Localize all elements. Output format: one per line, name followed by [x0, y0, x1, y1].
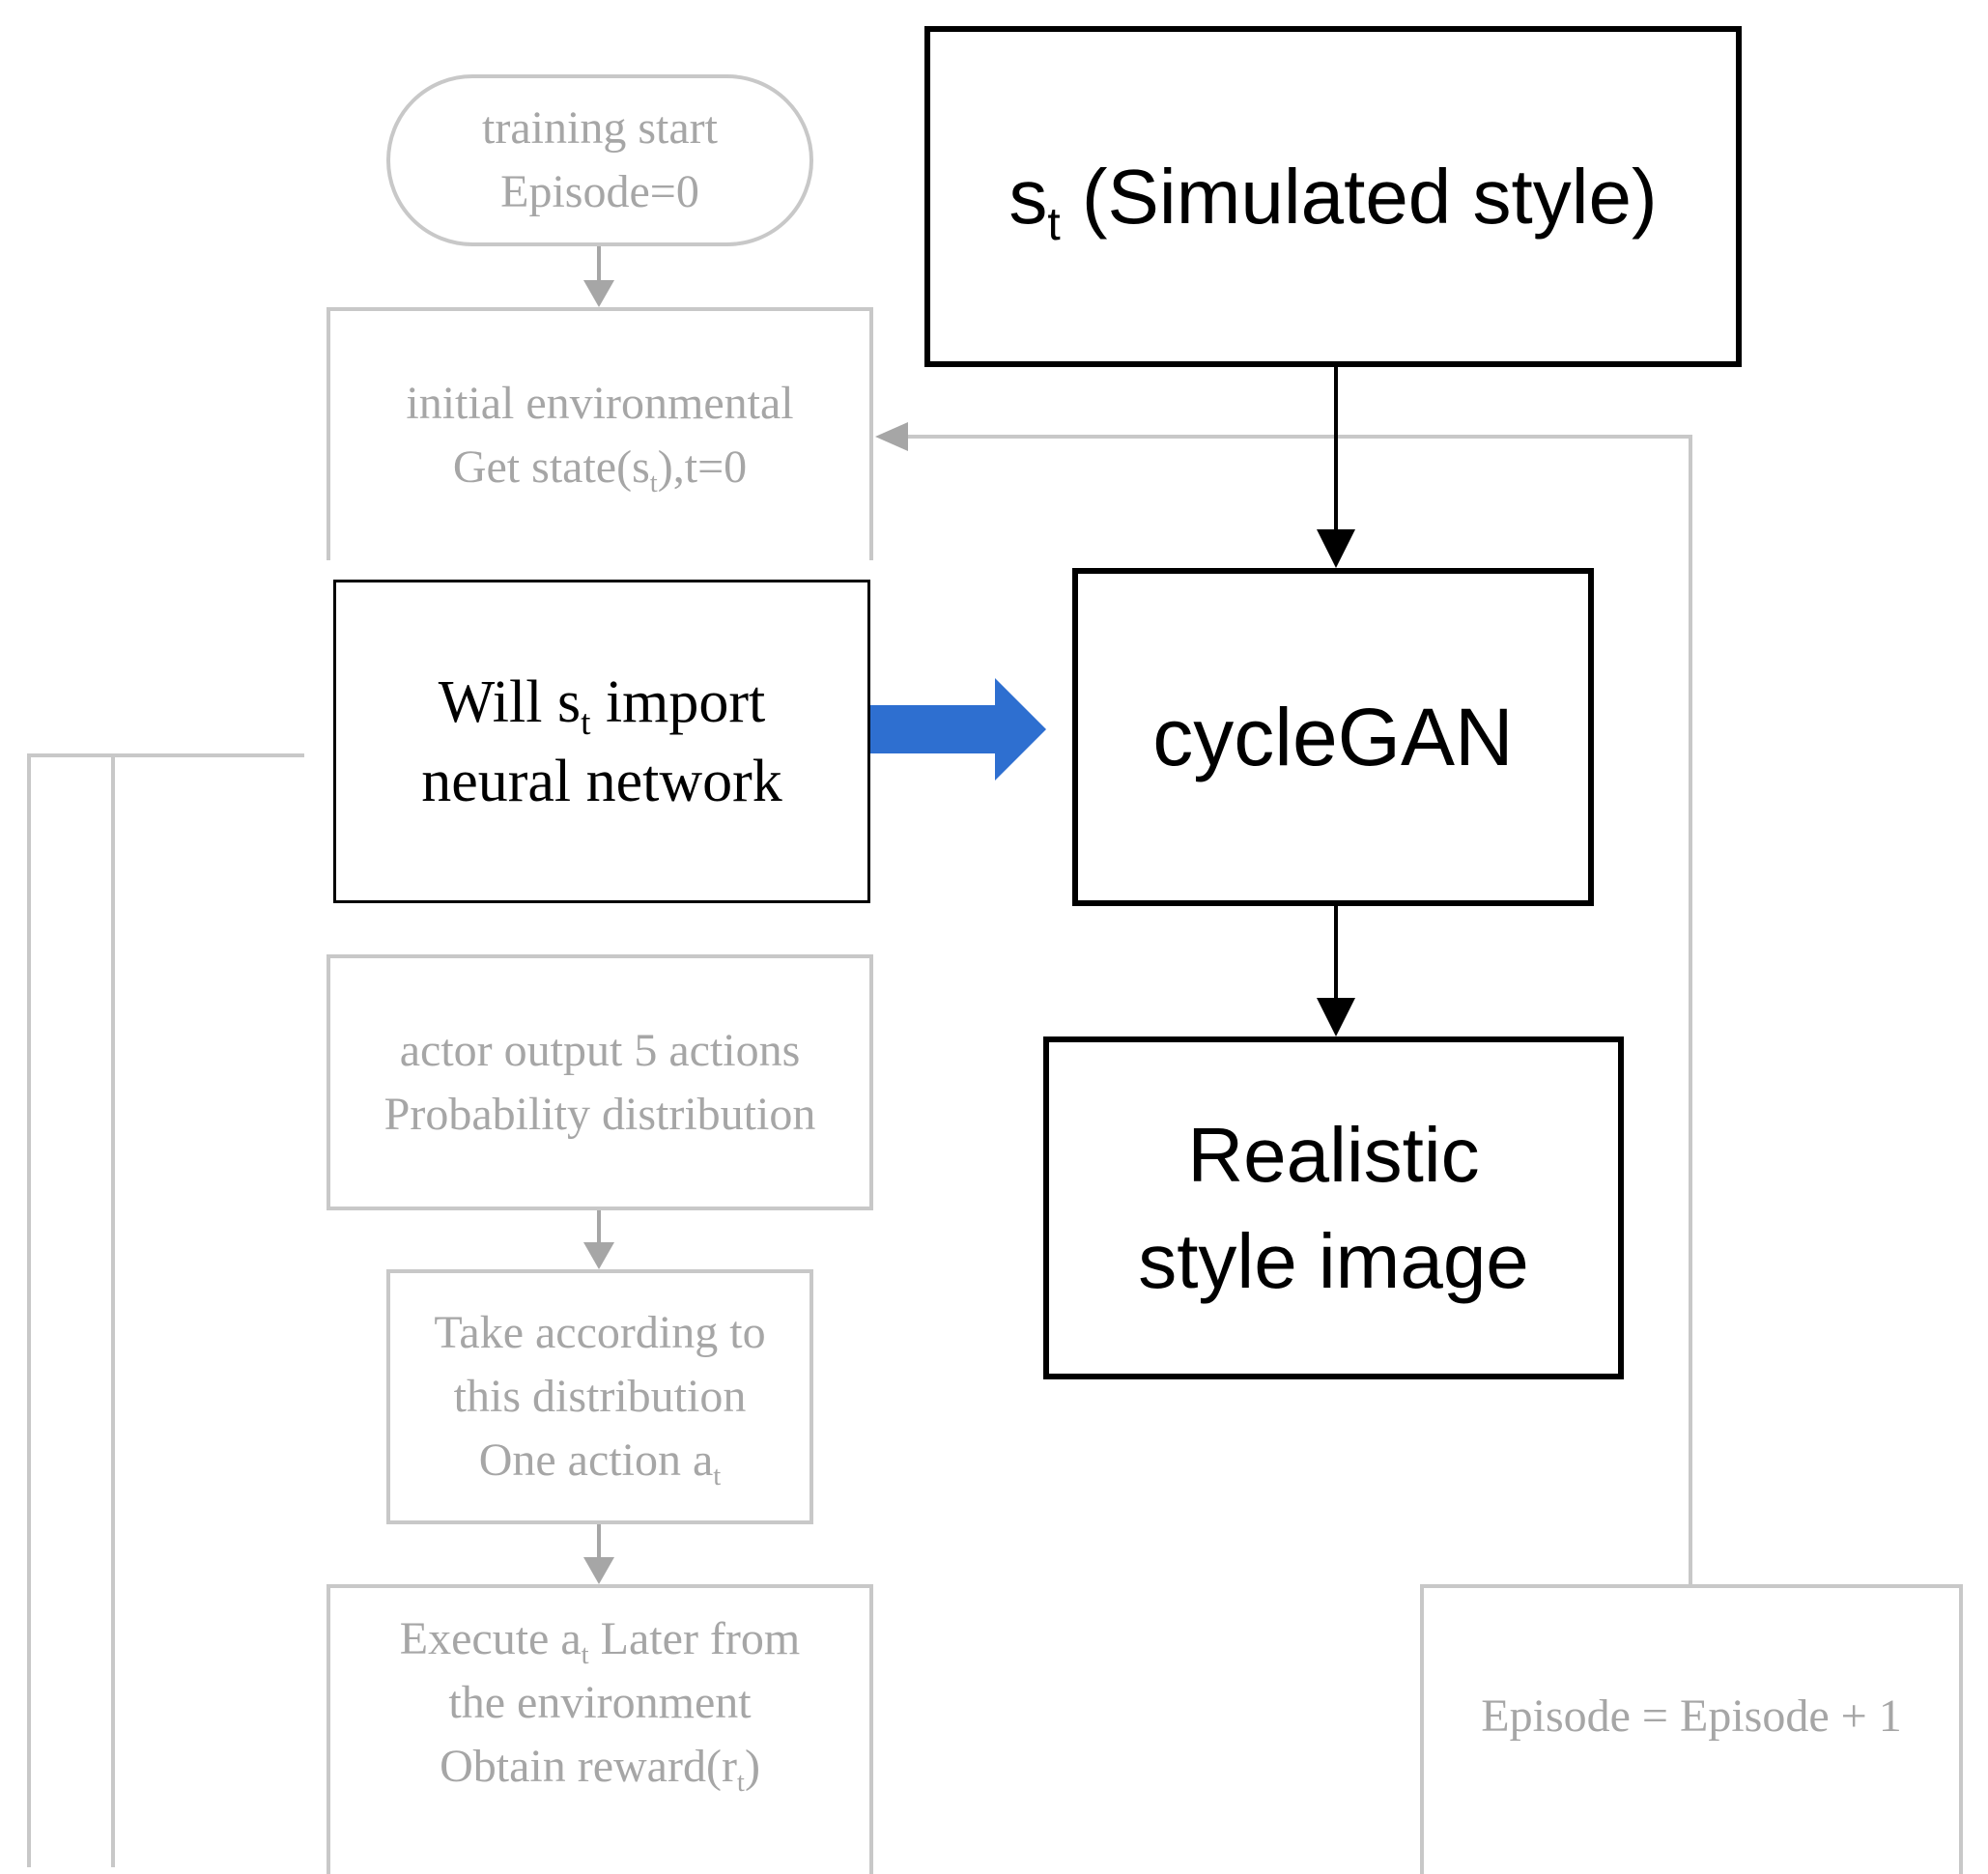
realistic-line2: style image: [1138, 1217, 1529, 1304]
training-start-line1: training start: [482, 102, 718, 154]
simulated-style-node: st (Simulated style): [924, 26, 1742, 367]
initial-env-node: initial environmental Get state(st),t=0: [327, 307, 873, 560]
cyclegan-node: cycleGAN: [1072, 568, 1594, 906]
loop-episode-to-init: [908, 435, 1692, 1584]
realistic-node: Realistic style image: [1043, 1036, 1624, 1379]
episode-increment-label: Episode = Episode + 1: [1481, 1690, 1902, 1742]
initial-env-line1: initial environmental: [406, 378, 794, 429]
training-start-node: training start Episode=0: [386, 74, 813, 246]
import-nn-line2: neural network: [421, 748, 782, 814]
execute-node: Execute at Later from the environment Ob…: [327, 1584, 873, 1874]
arrowhead-cyclegan-to-real: [1317, 998, 1355, 1036]
arrowhead-actor-to-take: [583, 1242, 614, 1269]
execute-line1: Execute at Later from: [399, 1613, 801, 1671]
take-action-line2: this distribution: [453, 1371, 747, 1422]
arrowhead-take-to-execute: [583, 1557, 614, 1584]
take-action-line3: One action at: [478, 1434, 722, 1492]
arrowhead-loop-to-init: [875, 422, 908, 451]
simulated-style-label: st (Simulated style): [1008, 153, 1658, 250]
left-feedback-outer: [27, 753, 304, 1867]
take-action-node: Take according to this distribution One …: [386, 1269, 813, 1524]
episode-increment-node: Episode = Episode + 1: [1420, 1584, 1963, 1874]
arrowhead-start-to-init: [583, 280, 614, 307]
cyclegan-label: cycleGAN: [1152, 691, 1514, 782]
actor-output-line1: actor output 5 actions: [399, 1024, 801, 1076]
actor-output-line2: Probability distribution: [383, 1088, 816, 1140]
take-action-line1: Take according to: [434, 1307, 766, 1358]
import-nn-node: Will st import neural network: [333, 580, 870, 903]
execute-line3: Obtain reward(rt): [440, 1741, 760, 1799]
initial-env-line2: Get state(st),t=0: [452, 441, 748, 499]
realistic-line1: Realistic: [1187, 1111, 1480, 1198]
training-start-line2: Episode=0: [500, 166, 699, 217]
arrowhead-sim-to-cyclegan: [1317, 529, 1355, 568]
import-nn-line1: Will st import: [438, 668, 766, 743]
actor-output-node: actor output 5 actions Probability distr…: [327, 954, 873, 1210]
execute-line2: the environment: [448, 1677, 752, 1728]
blue-arrow-to-cyclegan: [848, 678, 1046, 781]
